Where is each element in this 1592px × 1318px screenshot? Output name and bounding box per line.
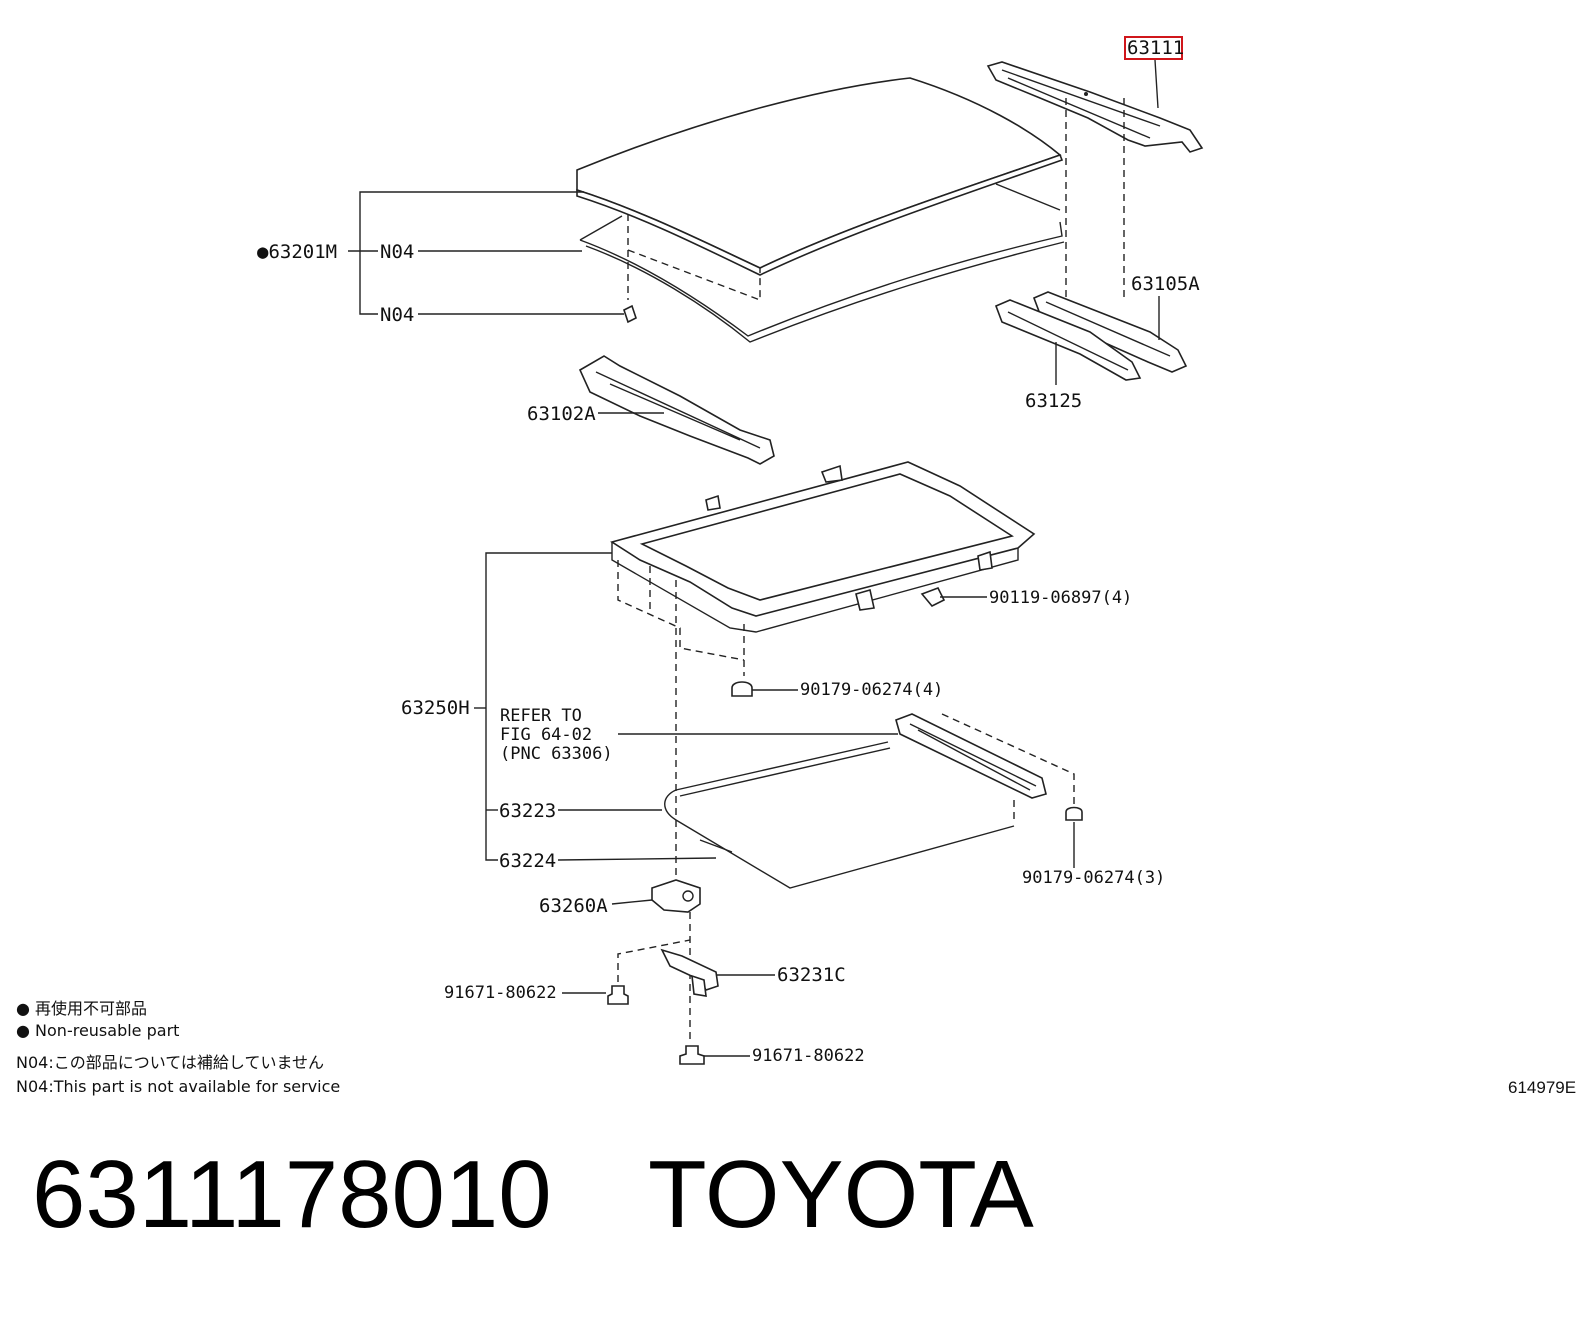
label-refer-to[interactable]: REFER TO (500, 706, 582, 726)
part-63102a-drawing (578, 355, 775, 465)
label-63102a[interactable]: 63102A (527, 403, 596, 425)
label-90119-06897[interactable]: 90119-06897(4) (989, 588, 1132, 608)
label-91671-80622-left[interactable]: 91671-80622 (444, 983, 557, 1003)
label-n04-a[interactable]: N04 (380, 241, 414, 263)
legend-non-reusable-jp: ● 再使用不可部品 (16, 999, 148, 1018)
highlight-63111 (1124, 36, 1183, 60)
part-63125-drawing (994, 299, 1142, 381)
label-63223[interactable]: 63223 (499, 800, 556, 822)
label-63125[interactable]: 63125 (1025, 390, 1082, 412)
label-63105a[interactable]: 63105A (1131, 273, 1200, 295)
label-63231c[interactable]: 63231C (777, 964, 846, 986)
label-63260a[interactable]: 63260A (539, 895, 608, 917)
part-63260a-drawing (651, 879, 701, 913)
part-sunshade-drawing (895, 713, 1047, 799)
legend-n04-jp: N04:この部品については補給していません (16, 1053, 324, 1072)
label-63250h[interactable]: 63250H (401, 697, 470, 719)
legend-n04-en: N04:This part is not available for servi… (16, 1077, 341, 1096)
label-91671-80622-bottom[interactable]: 91671-80622 (752, 1046, 865, 1066)
footer-part-number: 6311178010 (32, 1141, 552, 1248)
part-63250h-frame-drawing (610, 461, 1036, 633)
part-63111-drawing (986, 61, 1204, 153)
figure-number: 614979E (1508, 1078, 1577, 1097)
label-refer-pnc[interactable]: (PNC 63306) (500, 744, 613, 764)
label-n04-b[interactable]: N04 (380, 304, 414, 326)
part-roof-panel-drawing (576, 77, 1065, 343)
label-63111[interactable]: 63111 (1127, 37, 1184, 59)
part-63223-seal-drawing (664, 741, 1015, 889)
label-63224[interactable]: 63224 (499, 850, 556, 872)
label-90179-06274-4[interactable]: 90179-06274(4) (800, 680, 943, 700)
legend-non-reusable-en: ● Non-reusable part (16, 1021, 180, 1040)
label-refer-fig[interactable]: FIG 64-02 (500, 725, 592, 745)
part-63231c-drawing (660, 948, 719, 997)
label-90179-06274-3[interactable]: 90179-06274(3) (1022, 868, 1165, 888)
label-63201m[interactable]: ●63201M (257, 241, 337, 263)
footer-brand: TOYOTA (648, 1141, 1034, 1248)
